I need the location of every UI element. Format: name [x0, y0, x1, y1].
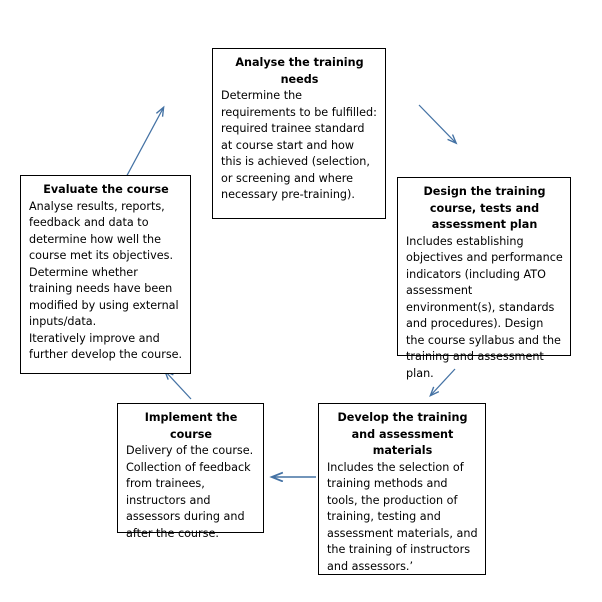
arrow-analyse-to-design: [418, 104, 456, 143]
node-title: Implement the course: [144, 411, 238, 441]
arrow-implement-to-evaluate: [165, 371, 192, 400]
node-body: Determine the requirements to be fulfill…: [221, 89, 377, 201]
node-design-the-training-course[interactable]: Design the training course, tests and as…: [397, 177, 571, 380]
arrow-evaluate-to-analyse: [123, 108, 164, 182]
node-body: Includes the selection of training metho…: [327, 460, 478, 573]
node-title: Evaluate the course: [43, 183, 169, 196]
node-title: Develop the training and assessment mate…: [337, 411, 468, 457]
node-title: Analyse the training needs: [235, 56, 364, 86]
node-body: Delivery of the course. Collection of fe…: [126, 444, 254, 540]
node-develop-the-training-and-assessment-materials[interactable]: Develop the training and assessment mate…: [318, 403, 486, 575]
node-analyse-the-training-needs[interactable]: Analyse the training needs Determine the…: [212, 48, 386, 219]
node-body: Includes establishing objectives and per…: [406, 234, 563, 380]
node-body: Analyse results, reports, feedback and d…: [29, 199, 183, 362]
node-evaluate-the-course[interactable]: Evaluate the course Analyse results, rep…: [20, 175, 191, 374]
node-title: Design the training course, tests and as…: [423, 185, 546, 231]
node-implement-the-course[interactable]: Implement the course Delivery of the cou…: [117, 403, 264, 540]
